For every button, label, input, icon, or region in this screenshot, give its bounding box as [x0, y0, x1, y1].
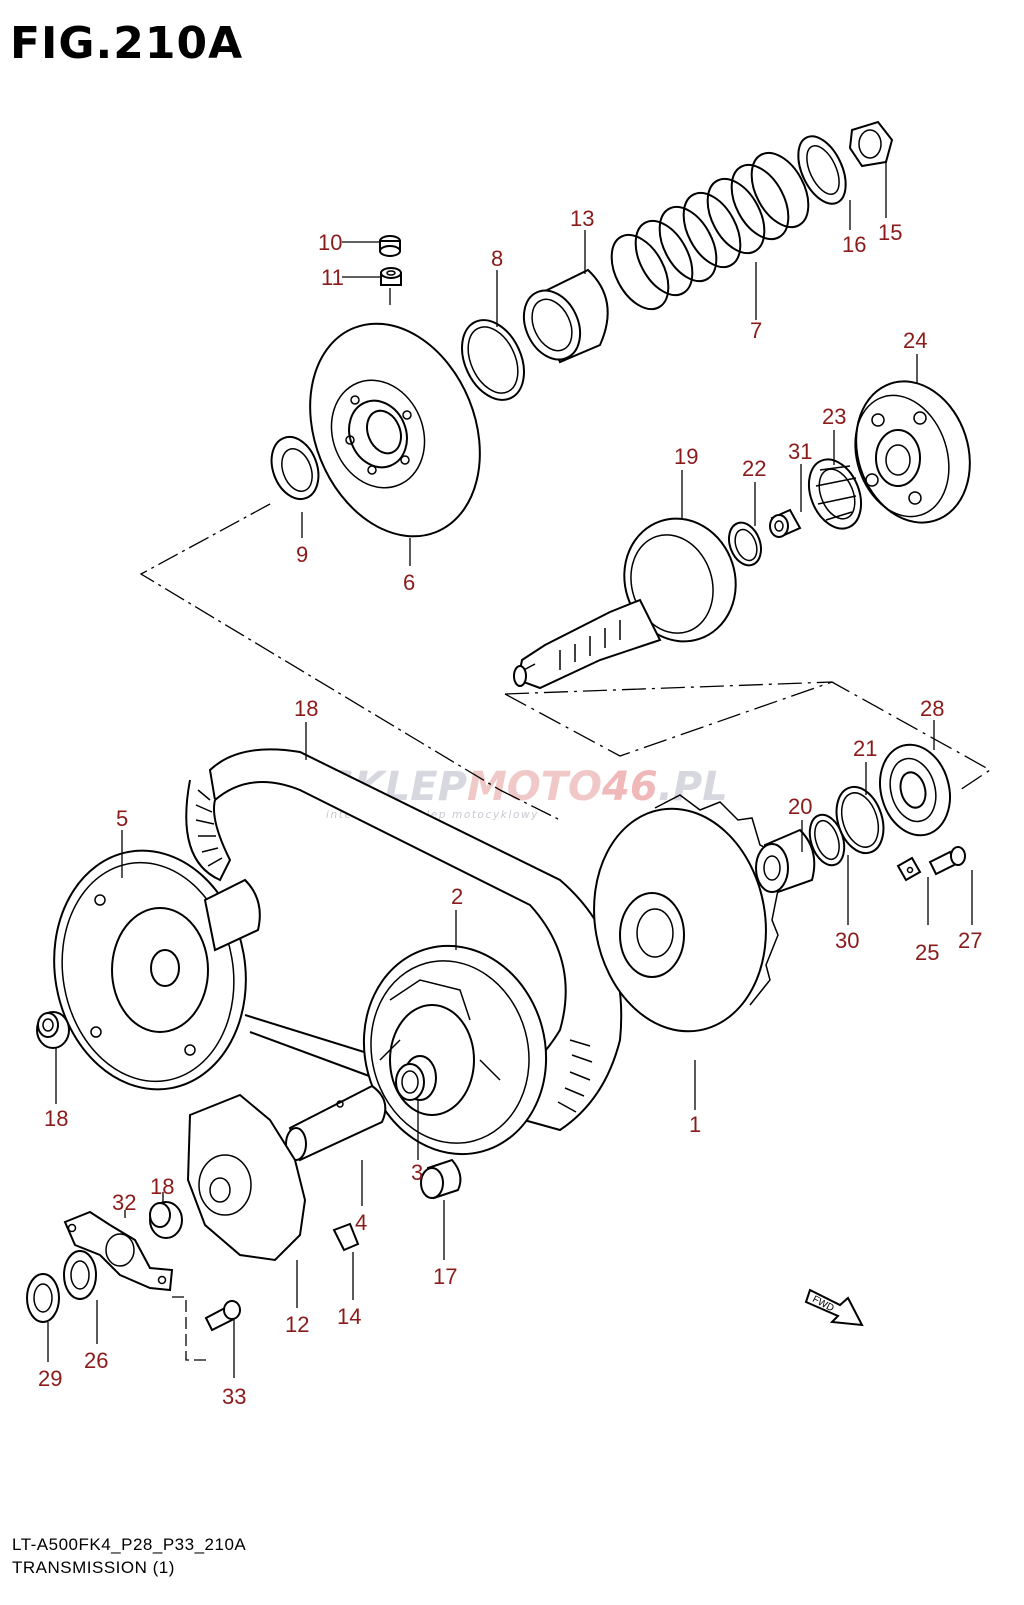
- callout-8: 8: [491, 246, 503, 271]
- callout-33: 32: [112, 1190, 136, 1215]
- callout-16: 16: [842, 232, 866, 257]
- part-bolt-28: [928, 846, 966, 876]
- part-driven-face-2: [362, 944, 548, 1156]
- callout-20: 19: [674, 444, 698, 469]
- part-ring-23: [728, 521, 762, 567]
- part-ramp-plate-12: [186, 1093, 307, 1262]
- part-plug-10: [379, 235, 401, 257]
- part-nut-18a: [36, 1011, 70, 1049]
- callout-14: 14: [337, 1304, 361, 1329]
- callout-11: 11: [321, 265, 344, 290]
- part-ring-22: [835, 785, 885, 855]
- watermark-brand-2: MOTO: [467, 764, 602, 810]
- part-bearing-17: [420, 1158, 462, 1200]
- callout-15: 15: [878, 220, 902, 245]
- fwd-label: FWD: [810, 1294, 835, 1314]
- callout-labels: 10 11 8 13 7 16 15 9 6 19 22 31 23 24 18…: [38, 206, 982, 1409]
- part-seal-30: [26, 1273, 60, 1323]
- part-nut-18b: [149, 1201, 183, 1239]
- callout-19: 18: [294, 696, 318, 721]
- callout-22: 21: [853, 736, 877, 761]
- callout-18a: 18: [44, 1106, 68, 1131]
- guide-lines: [139, 503, 992, 1361]
- part-spring-7: [610, 151, 810, 311]
- callout-32: 31: [788, 439, 812, 464]
- callout-24: 23: [822, 404, 846, 429]
- part-seal-3: [395, 1063, 425, 1101]
- watermark-brand-4: .PL: [658, 764, 728, 810]
- callout-27: 26: [84, 1348, 108, 1373]
- callout-10: 10: [318, 230, 342, 255]
- figure-name: TRANSMISSION (1): [12, 1558, 175, 1577]
- part-sleeve-13: [522, 268, 609, 364]
- callout-30: 29: [38, 1366, 62, 1391]
- part-seal-9: [270, 436, 320, 500]
- watermark-brand-3: 46: [601, 764, 658, 810]
- part-collar-21: [755, 828, 816, 894]
- callout-5: 5: [116, 806, 128, 831]
- callout-13: 13: [570, 206, 594, 231]
- callout-17: 17: [433, 1264, 457, 1289]
- part-collar-11: [380, 267, 402, 286]
- callout-18b: 18: [150, 1174, 174, 1199]
- callout-9: 9: [296, 542, 308, 567]
- callout-21: 20: [788, 794, 812, 819]
- fwd-arrow-icon: FWD: [804, 1288, 864, 1327]
- part-oring-8: [461, 319, 525, 401]
- part-seat-16: [797, 135, 847, 205]
- part-clip-14: [332, 1222, 360, 1252]
- part-bearing-24: [807, 458, 863, 530]
- callout-26: 25: [915, 940, 939, 965]
- part-bearing-29: [879, 743, 951, 837]
- callout-12: 12: [285, 1312, 309, 1337]
- callout-1: 1: [689, 1112, 701, 1137]
- callout-29: 28: [920, 696, 944, 721]
- part-shaft-20: [513, 517, 737, 690]
- part-pin-4: [285, 1084, 387, 1162]
- figure-code: LT-A500FK4_P28_P33_210A: [12, 1535, 247, 1554]
- part-nut-15: [848, 120, 894, 168]
- figure-title: FIG.210A: [10, 18, 244, 69]
- callout-28: 27: [958, 928, 982, 953]
- callout-4: 4: [355, 1210, 367, 1235]
- callout-3: 3: [411, 1160, 423, 1185]
- part-plate-26: [896, 856, 922, 882]
- svg-text:SKLEPMOTO46.PL: SKLEPMOTO46.PL: [325, 764, 728, 810]
- part-spacer-32: [769, 508, 802, 538]
- part-seal-27: [63, 1250, 97, 1300]
- part-bolt-34: [204, 1300, 241, 1332]
- callout-7: 7: [750, 318, 762, 343]
- part-driven-face-5: [53, 849, 261, 1091]
- part-drive-face-6: [309, 322, 481, 538]
- callout-31: 30: [835, 928, 859, 953]
- callout-25: 24: [903, 328, 927, 353]
- callout-23: 22: [742, 456, 766, 481]
- leader-lines: [47, 160, 973, 1378]
- callout-2: 2: [451, 884, 463, 909]
- part-clutch-25: [854, 380, 971, 524]
- part-bracket-33: [63, 1210, 174, 1292]
- callout-6: 6: [403, 570, 415, 595]
- part-fixed-face-1: [593, 794, 779, 1033]
- callout-34: 33: [222, 1384, 246, 1409]
